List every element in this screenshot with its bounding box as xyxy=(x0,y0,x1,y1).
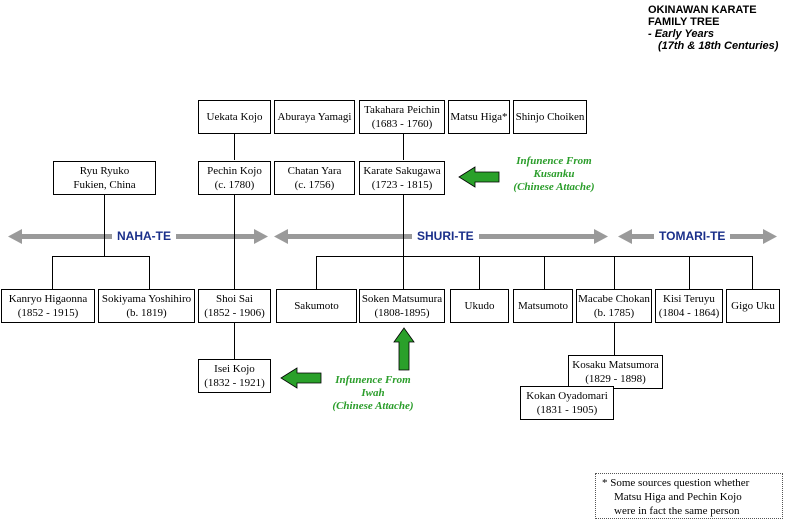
person-dates: (c. 1780) xyxy=(214,179,255,191)
connector-line xyxy=(403,133,404,160)
person-name: Kosaku Matsumora xyxy=(572,359,659,371)
iwah-influence-arrow-up xyxy=(393,327,415,371)
influence-line: Iwah xyxy=(361,387,385,399)
person-name: Sakumoto xyxy=(294,300,339,312)
title-subtitle: (17th & 18th Centuries) xyxy=(658,40,779,52)
connector-line xyxy=(149,256,150,290)
person-dates: (b. 1819) xyxy=(126,307,167,319)
person-box-ukudo: Ukudo xyxy=(450,289,509,323)
person-box-ryu-ryuko: Ryu Ryuko Fukien, China xyxy=(53,161,156,195)
person-box-sakumoto: Sakumoto xyxy=(276,289,357,323)
person-name: Matsu Higa* xyxy=(450,111,508,123)
shuri-te-label: SHURI-TE xyxy=(412,229,479,243)
person-box-matsumoto: Matsumoto xyxy=(513,289,573,323)
connector-line xyxy=(614,256,615,290)
person-name: Takahara Peichin xyxy=(364,104,440,116)
person-box-shoi-sai: Shoi Sai (1852 - 1906) xyxy=(198,289,271,323)
person-name: Ukudo xyxy=(464,300,495,312)
person-dates: (1831 - 1905) xyxy=(536,404,598,416)
connector-line xyxy=(316,256,752,257)
person-dates: (1852 - 1906) xyxy=(204,307,265,319)
person-box-uekata-kojo: Uekata Kojo xyxy=(198,100,271,134)
connector-line xyxy=(234,193,235,290)
person-box-isei-kojo: Isei Kojo (1832 - 1921) xyxy=(198,359,271,393)
person-box-macabe-chokan: Macabe Chokan (b. 1785) xyxy=(576,289,652,323)
influence-line: Kusanku xyxy=(533,168,575,180)
person-name: Chatan Yara xyxy=(287,165,342,177)
person-name: Uekata Kojo xyxy=(206,111,263,123)
connector-line xyxy=(544,256,545,290)
connector-line xyxy=(234,322,235,359)
connector-line xyxy=(52,256,150,257)
footnote-line: * Some sources question whether xyxy=(602,477,750,489)
title-subtitle: - Early Years xyxy=(648,28,715,40)
person-box-sokiyama-yoshihiro: Sokiyama Yoshihiro (b. 1819) xyxy=(98,289,195,323)
person-box-kanryo-higaonna: Kanryo Higaonna (1852 - 1915) xyxy=(1,289,95,323)
person-name: Ryu Ryuko xyxy=(79,165,130,177)
person-name: Karate Sakugawa xyxy=(363,165,441,177)
tomari-te-label: TOMARI-TE xyxy=(654,229,731,243)
person-box-karate-sakugawa: Karate Sakugawa (1723 - 1815) xyxy=(359,161,445,195)
person-name: Gigo Uku xyxy=(731,300,775,312)
kusanku-influence-label: Infunence From Kusanku (Chinese Attache) xyxy=(500,155,608,194)
person-box-gigo-uku: Gigo Uku xyxy=(726,289,780,323)
connector-line xyxy=(52,256,53,290)
person-box-chatan-yara: Chatan Yara (c. 1756) xyxy=(274,161,355,195)
influence-line: (Chinese Attache) xyxy=(332,400,414,412)
person-dates: (1829 - 1898) xyxy=(585,373,646,385)
connector-line xyxy=(104,194,105,256)
person-box-kokan-oyadomari: Kokan Oyadomari (1831 - 1905) xyxy=(520,386,614,420)
person-name: Soken Matsumura xyxy=(361,293,443,305)
person-name: Matsumoto xyxy=(517,300,569,312)
person-name: Isei Kojo xyxy=(214,363,255,375)
influence-line: Infunence From xyxy=(335,374,411,386)
person-dates: (1852 - 1915) xyxy=(17,307,79,319)
influence-line: Infunence From xyxy=(516,155,592,167)
influence-line: (Chinese Attache) xyxy=(513,181,595,193)
connector-line xyxy=(689,256,690,290)
person-dates: (1723 - 1815) xyxy=(371,179,433,191)
person-dates: (b. 1785) xyxy=(593,307,635,319)
person-box-kisi-teruyu: Kisi Teruyu (1804 - 1864) xyxy=(655,289,723,323)
connector-line xyxy=(316,256,317,290)
person-dates: (1808-1895) xyxy=(374,307,430,319)
iwah-influence-arrow-left xyxy=(280,367,322,389)
person-name: Sokiyama Yoshihiro xyxy=(101,293,192,305)
person-name: Shinjo Choiken xyxy=(515,111,585,123)
person-origin: Fukien, China xyxy=(73,179,136,191)
title-line: FAMILY TREE xyxy=(648,16,720,28)
person-dates: (1832 - 1921) xyxy=(204,377,265,389)
person-box-soken-matsumura: Soken Matsumura (1808-1895) xyxy=(359,289,445,323)
person-name: Kanryo Higaonna xyxy=(8,293,88,305)
naha-te-label: NAHA-TE xyxy=(112,229,176,243)
connector-line xyxy=(479,256,480,290)
person-box-shinjo-choiken: Shinjo Choiken xyxy=(513,100,587,134)
title-line: OKINAWAN KARATE xyxy=(648,4,757,16)
person-name: Kokan Oyadomari xyxy=(526,390,608,402)
person-box-aburaya-yamagi: Aburaya Yamagi xyxy=(274,100,355,134)
person-dates: (1804 - 1864) xyxy=(658,307,720,319)
footnote-line: were in fact the same person xyxy=(614,505,740,517)
person-name: Aburaya Yamagi xyxy=(277,111,352,123)
kusanku-influence-arrow xyxy=(458,166,500,188)
connector-line xyxy=(614,322,615,355)
person-box-pechin-kojo: Pechin Kojo (c. 1780) xyxy=(198,161,271,195)
connector-line xyxy=(403,193,404,290)
person-name: Macabe Chokan xyxy=(578,293,650,305)
person-box-kosaku-matsumora: Kosaku Matsumora (1829 - 1898) xyxy=(568,355,663,389)
person-name: Pechin Kojo xyxy=(207,165,262,177)
iwah-influence-label: Infunence From Iwah (Chinese Attache) xyxy=(318,374,428,413)
footnote-line: Matsu Higa and Pechin Kojo xyxy=(614,491,742,503)
person-name: Shoi Sai xyxy=(216,293,253,305)
person-box-matsu-higa: Matsu Higa* xyxy=(448,100,510,134)
person-dates: (c. 1756) xyxy=(294,179,335,191)
person-name: Kisi Teruyu xyxy=(663,293,715,305)
person-dates: (1683 - 1760) xyxy=(371,118,433,130)
diagram-title: OKINAWAN KARATE FAMILY TREE - Early Year… xyxy=(648,4,784,52)
person-box-takahara-peichin: Takahara Peichin (1683 - 1760) xyxy=(359,100,445,134)
connector-line xyxy=(234,133,235,160)
connector-line xyxy=(752,256,753,290)
footnote-box: * Some sources question whether Matsu Hi… xyxy=(595,473,783,519)
